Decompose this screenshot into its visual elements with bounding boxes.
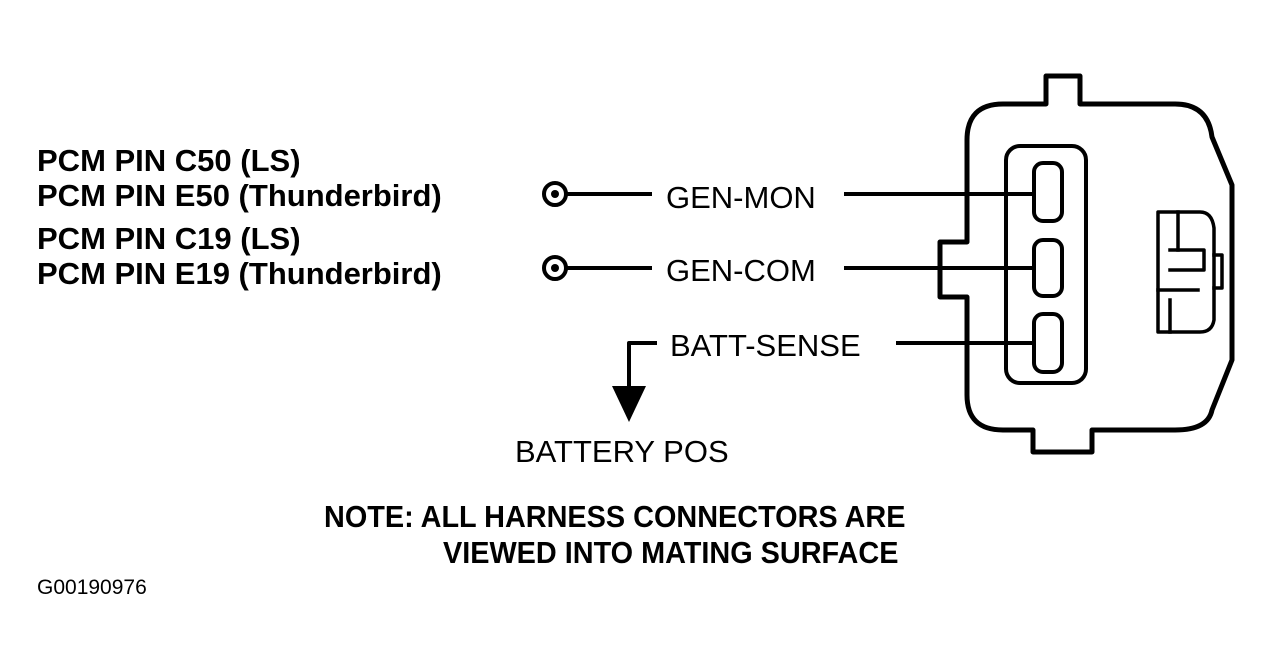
pcm-pin-label: PCM PIN C50 (LS) (37, 143, 301, 178)
figure-code: G00190976 (37, 576, 147, 599)
terminal-marker-icon (542, 181, 568, 207)
terminal-marker-icon (542, 255, 568, 281)
connector-latch (1156, 210, 1224, 334)
pcm-pin-label: PCM PIN E19 (Thunderbird) (37, 256, 442, 291)
pcm-pin-label: PCM PIN E50 (Thunderbird) (37, 178, 442, 213)
pcm-terminal-markers (542, 181, 568, 281)
terminal-gen-com (1032, 238, 1064, 298)
terminal-gen-mon (1032, 161, 1064, 223)
connector-cavity (1004, 144, 1088, 385)
pcm-pin-label: PCM PIN C19 (LS) (37, 221, 301, 256)
note-line-2: VIEWED INTO MATING SURFACE (443, 535, 899, 570)
note-line-1: NOTE: ALL HARNESS CONNECTORS ARE (324, 499, 906, 534)
terminal-batt-sense (1032, 312, 1064, 374)
arrow-down-icon (612, 386, 646, 422)
battery-pos-label: BATTERY POS (515, 434, 729, 469)
signal-batt-sense-label: BATT-SENSE (670, 328, 861, 363)
signal-gen-mon-label: GEN-MON (666, 180, 816, 215)
connector-housing (937, 73, 1235, 455)
signal-gen-com-label: GEN-COM (666, 253, 816, 288)
wire-batt-sense-left (627, 341, 657, 390)
